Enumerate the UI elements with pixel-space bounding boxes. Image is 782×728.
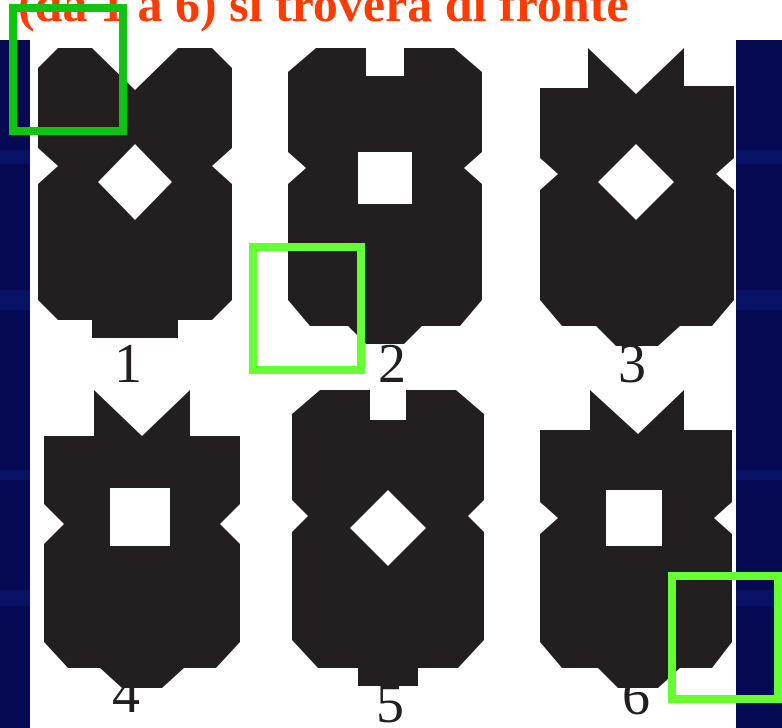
figure-1-label: 1 xyxy=(114,333,142,395)
highlight-box xyxy=(249,243,365,374)
highlight-box xyxy=(9,4,127,135)
figure-2-square xyxy=(358,152,412,204)
figure-3 xyxy=(540,48,734,346)
figure-3-label: 3 xyxy=(618,333,646,395)
highlight-box xyxy=(668,572,782,703)
figure-6-label: 6 xyxy=(622,665,650,727)
figure-5-label: 5 xyxy=(376,673,404,728)
figure-4-label: 4 xyxy=(112,663,140,725)
puzzle-panel: 1 2 3 4 5 6 xyxy=(30,40,736,728)
figure-4 xyxy=(44,390,240,688)
figure-4-square xyxy=(110,488,170,546)
figure-6-square xyxy=(606,490,662,546)
figure-5 xyxy=(292,390,484,686)
puzzle-figures: 1 2 3 4 5 6 xyxy=(30,40,736,728)
figure-2-label: 2 xyxy=(378,333,406,395)
